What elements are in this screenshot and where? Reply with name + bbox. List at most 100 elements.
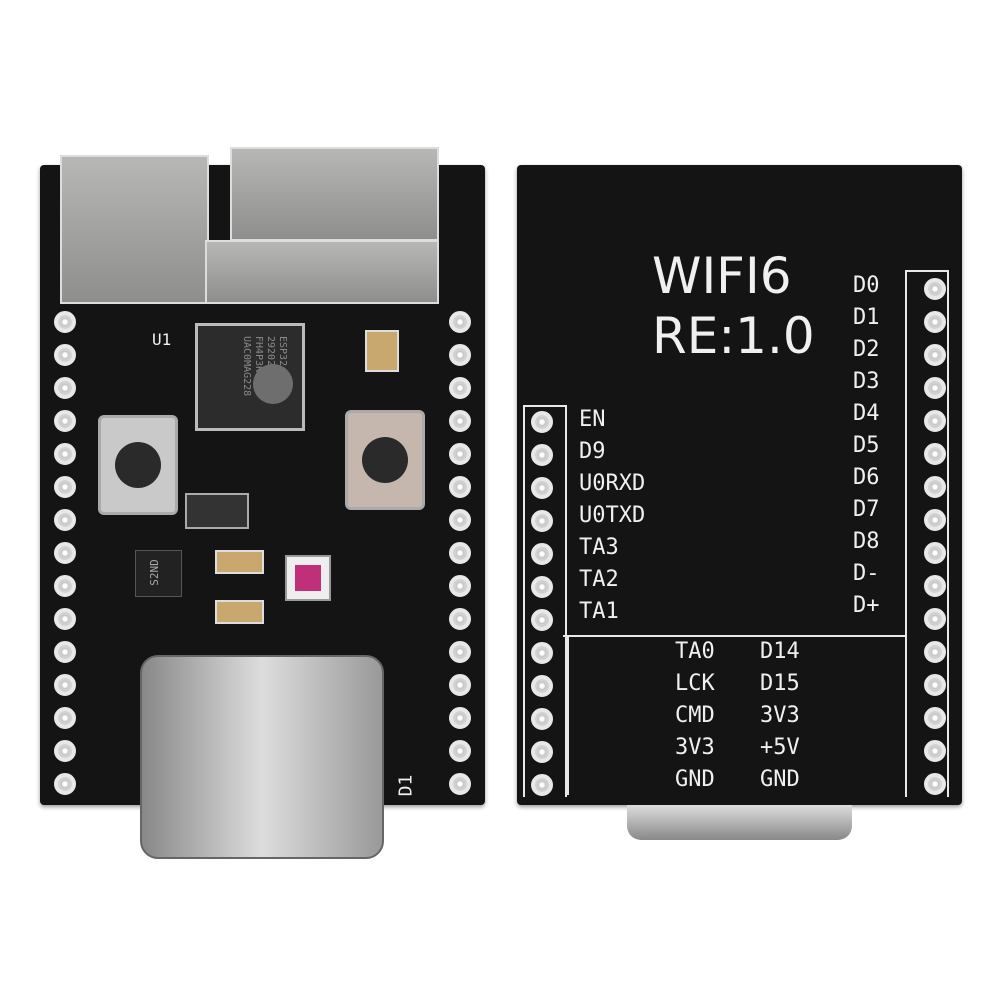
header-pin <box>54 377 76 399</box>
header-pin <box>924 707 946 729</box>
rf-shield-tab <box>205 240 439 304</box>
header-pin <box>924 410 946 432</box>
pin-label: 3V3 <box>760 703 800 728</box>
pin-label: D6 <box>853 465 880 490</box>
header-pin <box>54 443 76 465</box>
header-pin <box>531 642 553 664</box>
pin-label: U0TXD <box>579 503 646 528</box>
header-pin <box>54 410 76 432</box>
pin-label: U0RXD <box>579 471 646 496</box>
pin-label: D15 <box>760 671 800 696</box>
resistor <box>215 550 264 574</box>
header-pin <box>54 344 76 366</box>
header-pin <box>924 641 946 663</box>
header-pin <box>924 278 946 300</box>
header-pin <box>449 575 471 597</box>
esp32-c6-chip: ESP32-C6 292023 FH4P3K5174 UAC0MAG228 <box>195 323 305 431</box>
espressif-logo <box>253 364 293 404</box>
rgb-led <box>285 555 331 601</box>
rf-shield <box>60 155 209 304</box>
board-revision: RE:1.0 <box>652 307 815 365</box>
header-pin <box>531 543 553 565</box>
header-pin <box>924 311 946 333</box>
boot-button[interactable] <box>345 410 425 510</box>
pin-frame-left <box>523 405 567 797</box>
header-pin <box>449 773 471 795</box>
pin-label: D5 <box>853 433 880 458</box>
header-pin <box>531 411 553 433</box>
header-pin <box>924 674 946 696</box>
divider-left <box>567 635 569 795</box>
pin-label: D7 <box>853 497 880 522</box>
header-pin <box>531 774 553 796</box>
header-pin <box>54 674 76 696</box>
header-pin <box>924 575 946 597</box>
usb-c-connector-back <box>627 805 852 840</box>
diode <box>185 493 249 529</box>
header-pin <box>531 576 553 598</box>
header-pin <box>449 344 471 366</box>
board-title: WIFI6 <box>652 247 792 305</box>
chip-marking-line: UAC0MAG228 <box>241 336 252 397</box>
header-pin <box>54 773 76 795</box>
header-pin <box>449 377 471 399</box>
header-pin <box>449 410 471 432</box>
pin-label: D1 <box>853 305 880 330</box>
header-pin <box>54 575 76 597</box>
pin-label: CMD <box>675 703 715 728</box>
pin-label: D0 <box>853 273 880 298</box>
header-pin <box>924 344 946 366</box>
header-pin <box>531 477 553 499</box>
pin-label: GND <box>675 767 715 792</box>
pin-label: TA1 <box>579 599 619 624</box>
resistor <box>215 600 264 624</box>
header-pin <box>54 509 76 531</box>
pin-label: TA3 <box>579 535 619 560</box>
header-pin <box>54 707 76 729</box>
header-pin <box>449 740 471 762</box>
reset-button[interactable] <box>98 415 178 515</box>
pcb-front: ESP32-C6 292023 FH4P3K5174 UAC0MAG228 U1… <box>40 147 485 859</box>
pin-label: TA2 <box>579 567 619 592</box>
header-pin <box>531 609 553 631</box>
pin-label: +5V <box>760 735 800 760</box>
pin-label: LCK <box>675 671 715 696</box>
header-pin <box>449 443 471 465</box>
header-pin <box>924 542 946 564</box>
divider <box>563 635 905 637</box>
header-pin <box>924 476 946 498</box>
pin-frame-right <box>905 270 949 797</box>
regulator-chip: S2ND <box>135 550 182 597</box>
rf-shield-cover <box>230 147 439 241</box>
header-pin <box>924 377 946 399</box>
pin-label: EN <box>579 407 606 432</box>
pin-label: D+ <box>853 593 880 618</box>
header-pin <box>531 708 553 730</box>
pin-label: D- <box>853 561 880 586</box>
pin-label: D9 <box>579 439 606 464</box>
crystal <box>365 330 399 372</box>
header-pin <box>449 608 471 630</box>
pin-label: 3V3 <box>675 735 715 760</box>
header-pin <box>924 608 946 630</box>
header-pin <box>449 476 471 498</box>
header-pin <box>54 740 76 762</box>
header-pin <box>54 476 76 498</box>
label-d1: D1 <box>395 774 417 797</box>
header-pin <box>924 443 946 465</box>
header-pin <box>531 675 553 697</box>
header-pin <box>924 509 946 531</box>
header-pin <box>449 674 471 696</box>
pin-label: D2 <box>853 337 880 362</box>
header-pin <box>924 740 946 762</box>
header-pin <box>449 311 471 333</box>
header-pin <box>54 542 76 564</box>
header-pin <box>54 608 76 630</box>
header-pin <box>449 641 471 663</box>
header-pin <box>449 542 471 564</box>
header-pin <box>54 641 76 663</box>
header-pin <box>531 510 553 532</box>
pin-label: D3 <box>853 369 880 394</box>
pin-label: GND <box>760 767 800 792</box>
